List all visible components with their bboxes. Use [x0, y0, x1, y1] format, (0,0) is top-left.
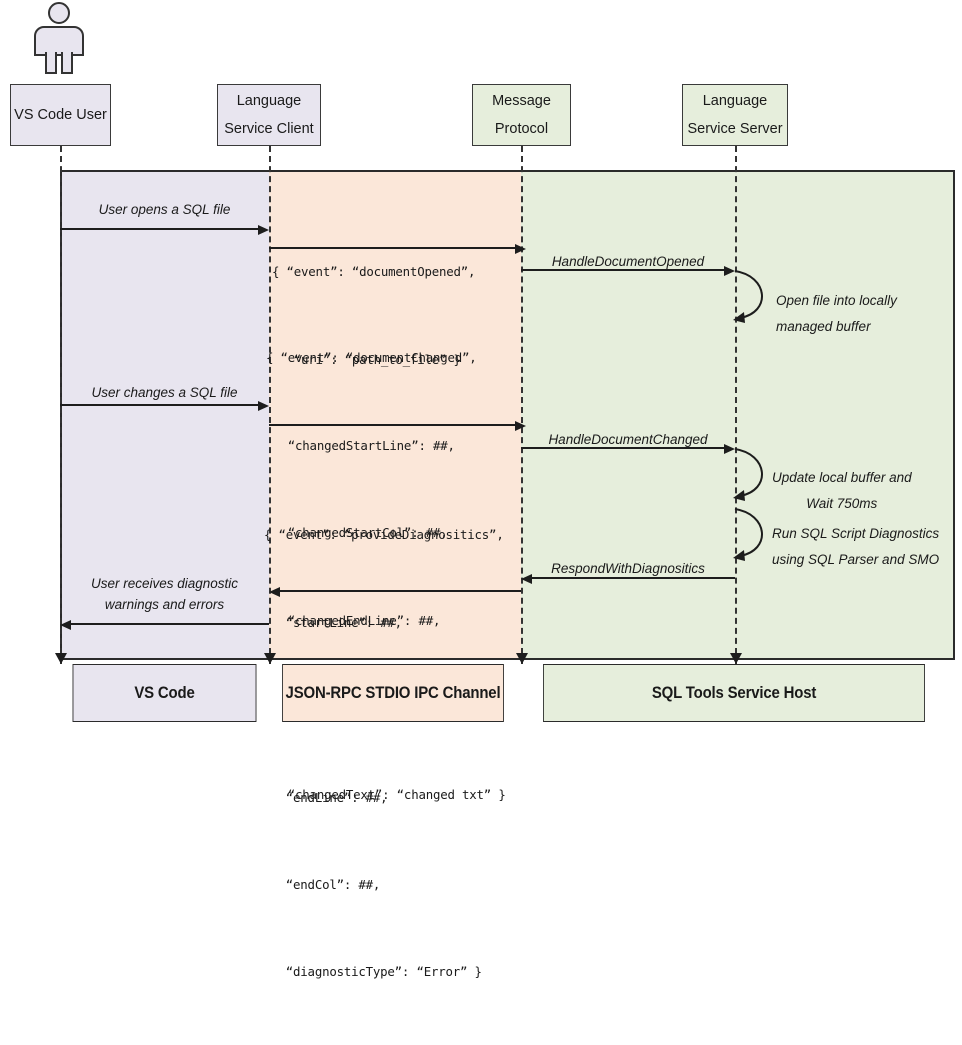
payload-line: { “event”: “documentChanged”, — [266, 350, 477, 366]
message-label-user-receives: User receives diagnostic warnings and er… — [60, 574, 269, 616]
note-update-wait: Update local buffer and Wait 750ms — [772, 465, 912, 518]
arrowhead-left-icon — [521, 573, 532, 584]
arrowhead-right-icon — [258, 400, 269, 411]
arrowhead-down-icon-language-service-server — [730, 653, 742, 664]
arrow-diagnostics-to-client — [269, 586, 521, 597]
participant-label-line1: VS Code User — [14, 106, 107, 123]
arrow-respond-with-diagnositics — [521, 573, 735, 584]
participant-label-line1: Language — [702, 92, 768, 109]
arrowhead-left-icon — [269, 586, 280, 597]
message-label-respond-with-diagnositics: RespondWithDiagnositics — [551, 561, 705, 576]
note-line: managed buffer — [776, 319, 871, 335]
arrowhead-down-icon-language-service-client — [264, 653, 276, 664]
band-ipc-channel — [269, 170, 521, 660]
lifeline-message-protocol — [521, 146, 523, 664]
payload-line: { “event”: “documentOpened”, — [272, 264, 476, 280]
arrowhead-right-icon — [258, 224, 269, 235]
participant-label-line1: Message — [492, 92, 551, 109]
band-service-host — [521, 170, 955, 660]
participant-label-line1: Language — [236, 92, 302, 109]
message-label-user-opens: User opens a SQL file — [98, 202, 231, 217]
note-line: Run SQL Script Diagnostics — [772, 526, 940, 541]
arrowhead-right-icon — [724, 443, 735, 454]
footer-label: JSON-RPC STDIO IPC Channel — [285, 683, 501, 702]
actor-leg-right — [61, 52, 73, 74]
participant-label-line2: Service Server — [687, 121, 783, 137]
payload-line: “diagnosticType”: “Error” } — [264, 964, 482, 980]
message-label-handle-document-changed: HandleDocumentChanged — [548, 432, 708, 447]
message-label-line: User receives diagnostic — [90, 576, 239, 591]
arrow-user-receives — [60, 619, 269, 630]
message-label-handle-document-opened: HandleDocumentOpened — [551, 254, 705, 269]
arrow-handle-document-opened — [521, 265, 735, 276]
note-line: Wait 750ms — [806, 496, 878, 512]
payload-document-opened: { “event”: “documentOpened”, “uri”: “pat… — [272, 199, 475, 432]
note-open-buffer: Open file into locally managed buffer — [776, 288, 897, 341]
self-loop-run-diagnostics — [733, 508, 763, 561]
arrowhead-down-icon-vs-code-user — [55, 653, 67, 664]
person-icon — [30, 2, 90, 74]
arrowhead-right-icon — [515, 420, 526, 431]
actor-leg-left — [45, 52, 57, 74]
payload-line: “endLine”: ##, — [264, 789, 388, 805]
payload-line: “changedEndLine”: ##, — [266, 612, 441, 628]
footer-ipc-channel[interactable]: JSON-RPC STDIO IPC Channel — [282, 664, 505, 722]
participant-message-protocol[interactable]: Message Protocol — [472, 84, 571, 146]
note-line: Update local buffer and — [772, 470, 912, 485]
payload-line: “changedStartLine”: ##, — [266, 437, 455, 453]
participant-language-service-server[interactable]: Language Service Server — [682, 84, 788, 146]
arrowhead-right-icon — [515, 243, 526, 254]
note-run-diagnostics: Run SQL Script Diagnostics using SQL Par… — [772, 521, 939, 574]
payload-line: “uri”: “path_to_file” } — [272, 351, 461, 367]
actor-body — [34, 26, 84, 56]
participant-label-line2: Protocol — [494, 121, 549, 137]
payload-line: { “event”: “provideDiagnositics”, — [264, 527, 504, 543]
footer-vs-code[interactable]: VS Code — [72, 664, 257, 722]
arrow-payload-document-changed — [269, 420, 526, 431]
payload-provide-diagnositics: { “event”: “provideDiagnositics”, “start… — [264, 462, 504, 1045]
payload-line: “changedStartCol”: ##, — [266, 525, 448, 541]
self-loop-update-wait — [733, 448, 763, 501]
sequence-diagram-canvas: VS Code User Language Service Client Mes… — [10, 2, 955, 979]
payload-line: “startLine”: ##, — [264, 614, 402, 630]
arrow-payload-document-opened — [269, 243, 526, 254]
self-loop-open-buffer — [733, 270, 763, 323]
note-line: Open file into locally — [776, 293, 897, 308]
arrow-user-opens — [60, 224, 269, 235]
footer-service-host[interactable]: SQL Tools Service Host — [543, 664, 926, 722]
participant-language-service-client[interactable]: Language Service Client — [217, 84, 321, 146]
arrowhead-right-icon — [724, 265, 735, 276]
payload-line: “endCol”: ##, — [264, 876, 381, 892]
footer-label: SQL Tools Service Host — [652, 683, 817, 702]
message-label-user-changes: User changes a SQL file — [91, 385, 238, 400]
arrow-handle-document-changed — [521, 443, 735, 454]
band-vs-code — [60, 170, 269, 660]
message-label-line: warnings and errors — [104, 596, 225, 612]
lifeline-language-service-server — [735, 146, 737, 664]
footer-label: VS Code — [134, 683, 195, 702]
participant-vs-code-user[interactable]: VS Code User — [10, 84, 111, 146]
arrowhead-down-icon-message-protocol — [516, 653, 528, 664]
note-line: using SQL Parser and SMO — [772, 552, 940, 568]
arrow-user-changes — [60, 400, 269, 411]
actor-head — [48, 2, 70, 24]
participant-label-line2: Service Client — [224, 121, 314, 137]
arrowhead-left-icon — [60, 619, 71, 630]
lifeline-language-service-client — [269, 146, 271, 664]
footer-bar: VS Code JSON-RPC STDIO IPC Channel SQL T… — [60, 664, 951, 722]
